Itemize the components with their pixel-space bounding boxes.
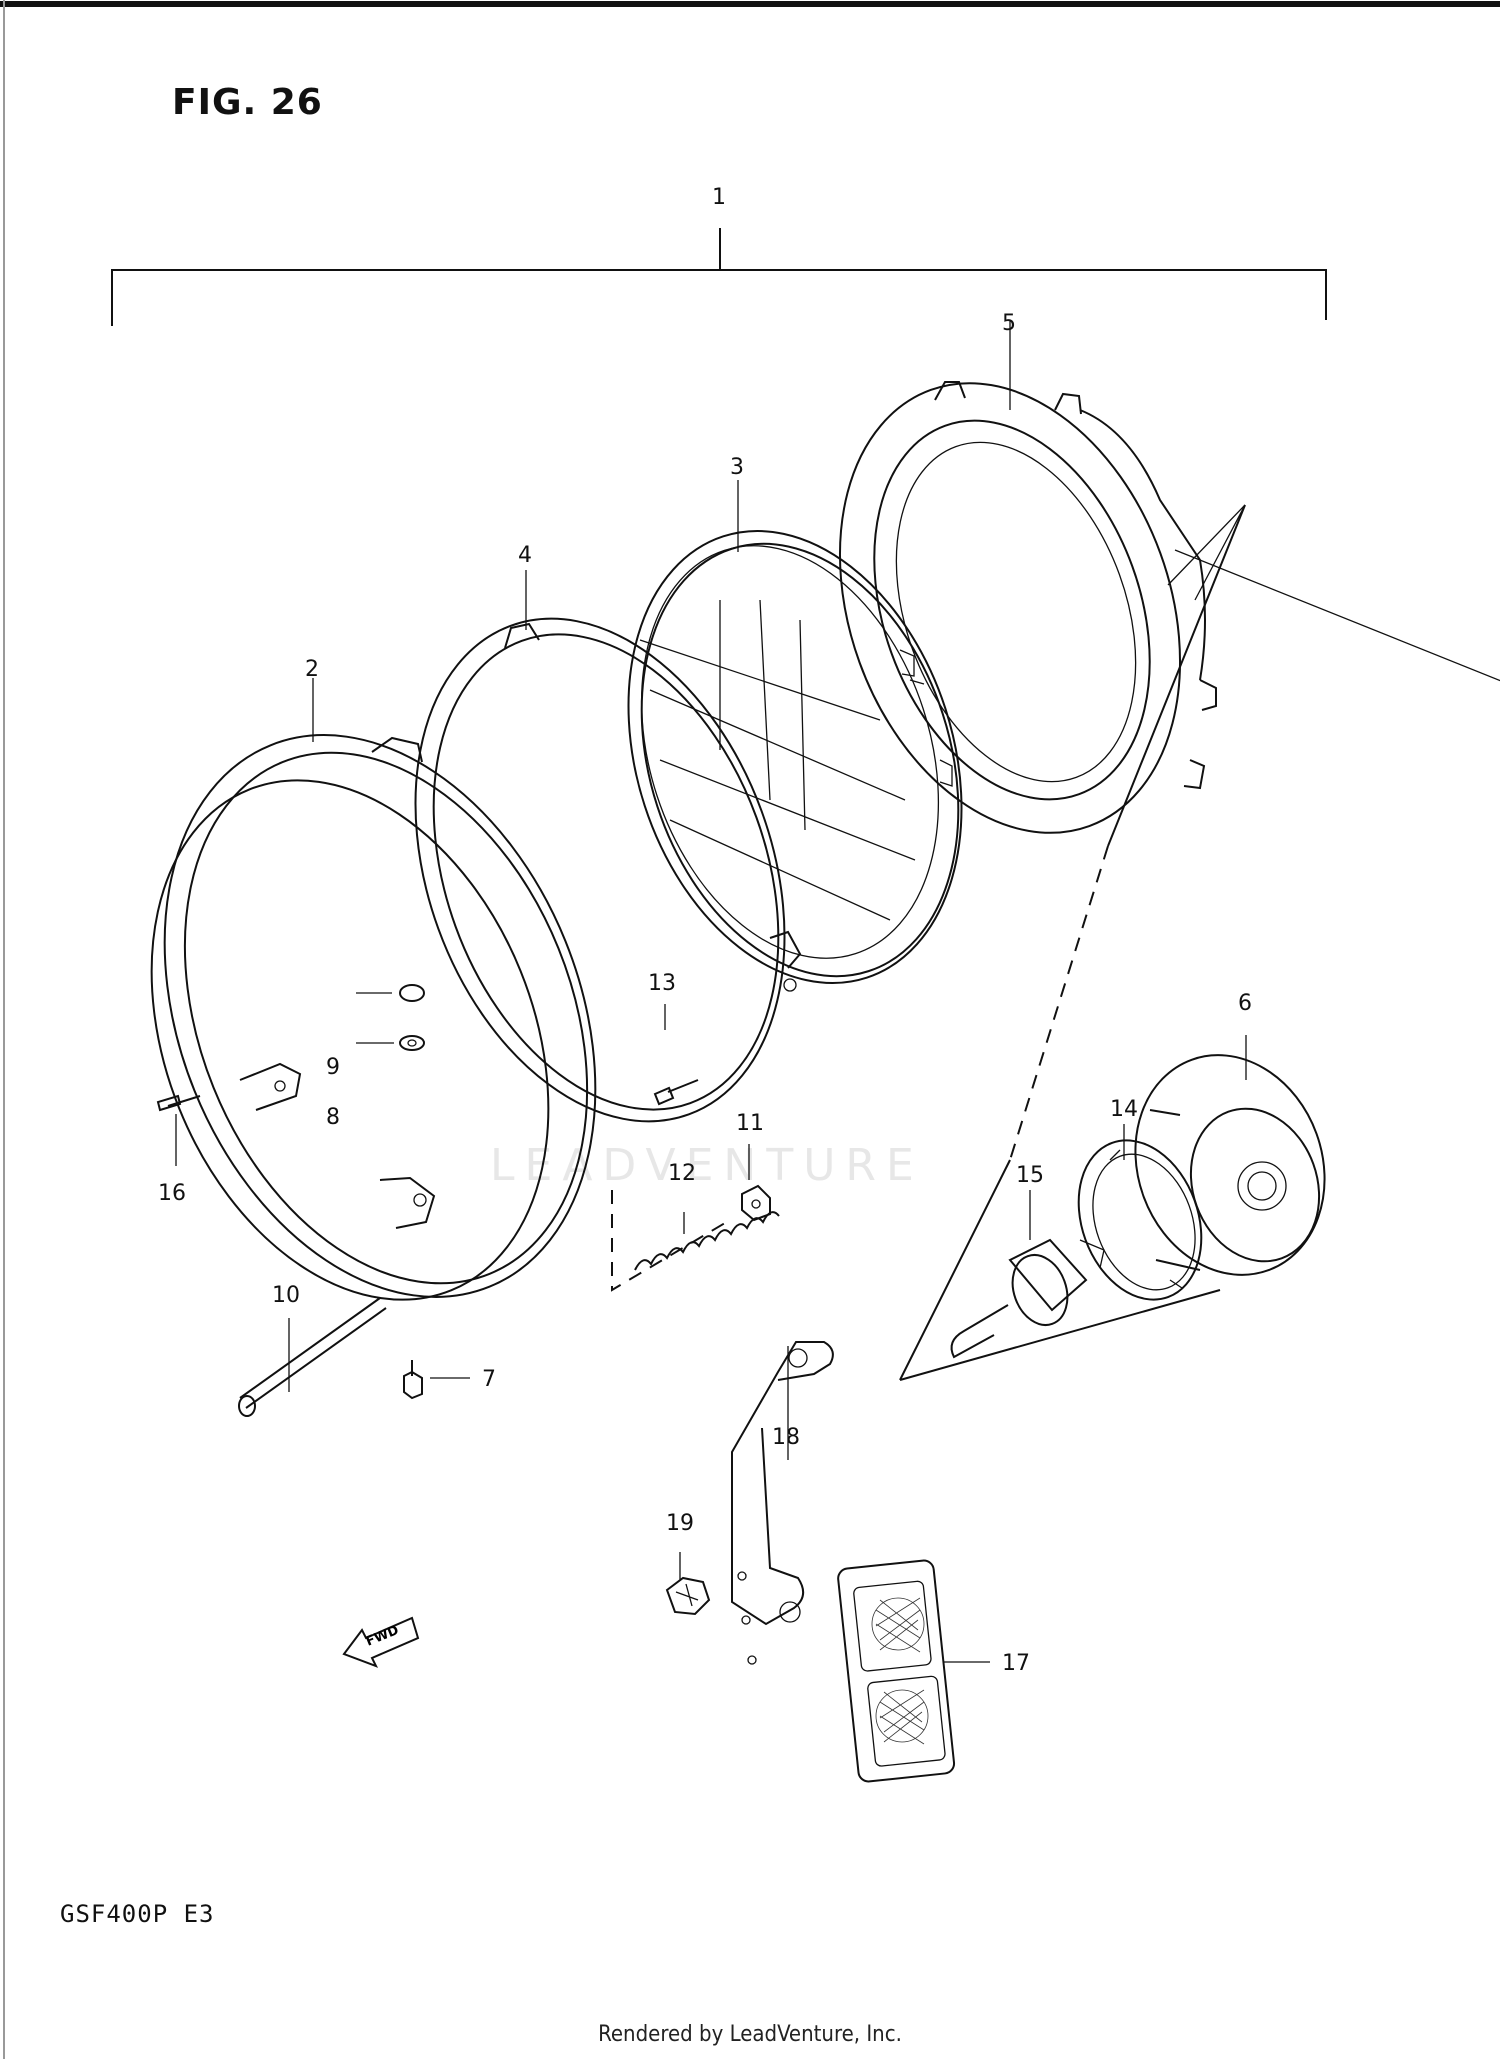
bracket-part18 (731, 1341, 834, 1665)
callout-11: 11 (736, 1111, 764, 1136)
headlight-unit-part3 (627, 530, 963, 984)
callout-14: 14 (1110, 1097, 1138, 1122)
leader-lines (175, 320, 1247, 1663)
hardware-small-parts (156, 984, 699, 1417)
model-code: GSF400P E3 (60, 1900, 215, 1928)
watermark-text: LEADVENTURE (490, 1140, 924, 1191)
assembly-bracket (111, 228, 1327, 326)
callout-17: 17 (1002, 1651, 1030, 1676)
callout-2: 2 (305, 657, 319, 682)
spring-and-nut (611, 1184, 780, 1292)
callout-19: 19 (666, 1511, 694, 1536)
callout-numbers: 1 2 3 4 5 6 7 8 9 10 11 12 13 14 15 16 1… (158, 185, 1252, 1676)
render-credit-footer: Rendered by LeadVenture, Inc. (598, 2022, 902, 2047)
housing-ring-part5 (838, 381, 1500, 834)
callout-9: 9 (326, 1055, 340, 1080)
callout-15: 15 (1016, 1163, 1044, 1188)
forward-direction-arrow: FWD (342, 1616, 420, 1668)
bulb-assembly-guides (899, 504, 1246, 1381)
inner-ring-part4 (414, 617, 802, 1123)
socket-cover-part6 (1134, 1054, 1326, 1276)
reflector-part17 (837, 1559, 956, 1783)
callout-8: 8 (326, 1105, 340, 1130)
figure-title: FIG. 26 (172, 82, 323, 123)
callout-18: 18 (772, 1425, 800, 1450)
callout-16: 16 (158, 1181, 186, 1206)
bulb-part15 (950, 1238, 1105, 1359)
bulb-holder-part14 (1077, 1139, 1203, 1301)
callout-13: 13 (648, 971, 676, 996)
callout-7: 7 (482, 1367, 496, 1392)
callout-6: 6 (1238, 991, 1252, 1016)
callout-12: 12 (668, 1161, 696, 1186)
rim-ring-part2 (150, 734, 597, 1301)
callout-5: 5 (1002, 311, 1016, 336)
callout-4: 4 (518, 543, 532, 568)
callout-10: 10 (272, 1283, 300, 1308)
nut-part19 (665, 1576, 711, 1616)
callout-1: 1 (712, 185, 726, 210)
callout-3: 3 (730, 455, 744, 480)
